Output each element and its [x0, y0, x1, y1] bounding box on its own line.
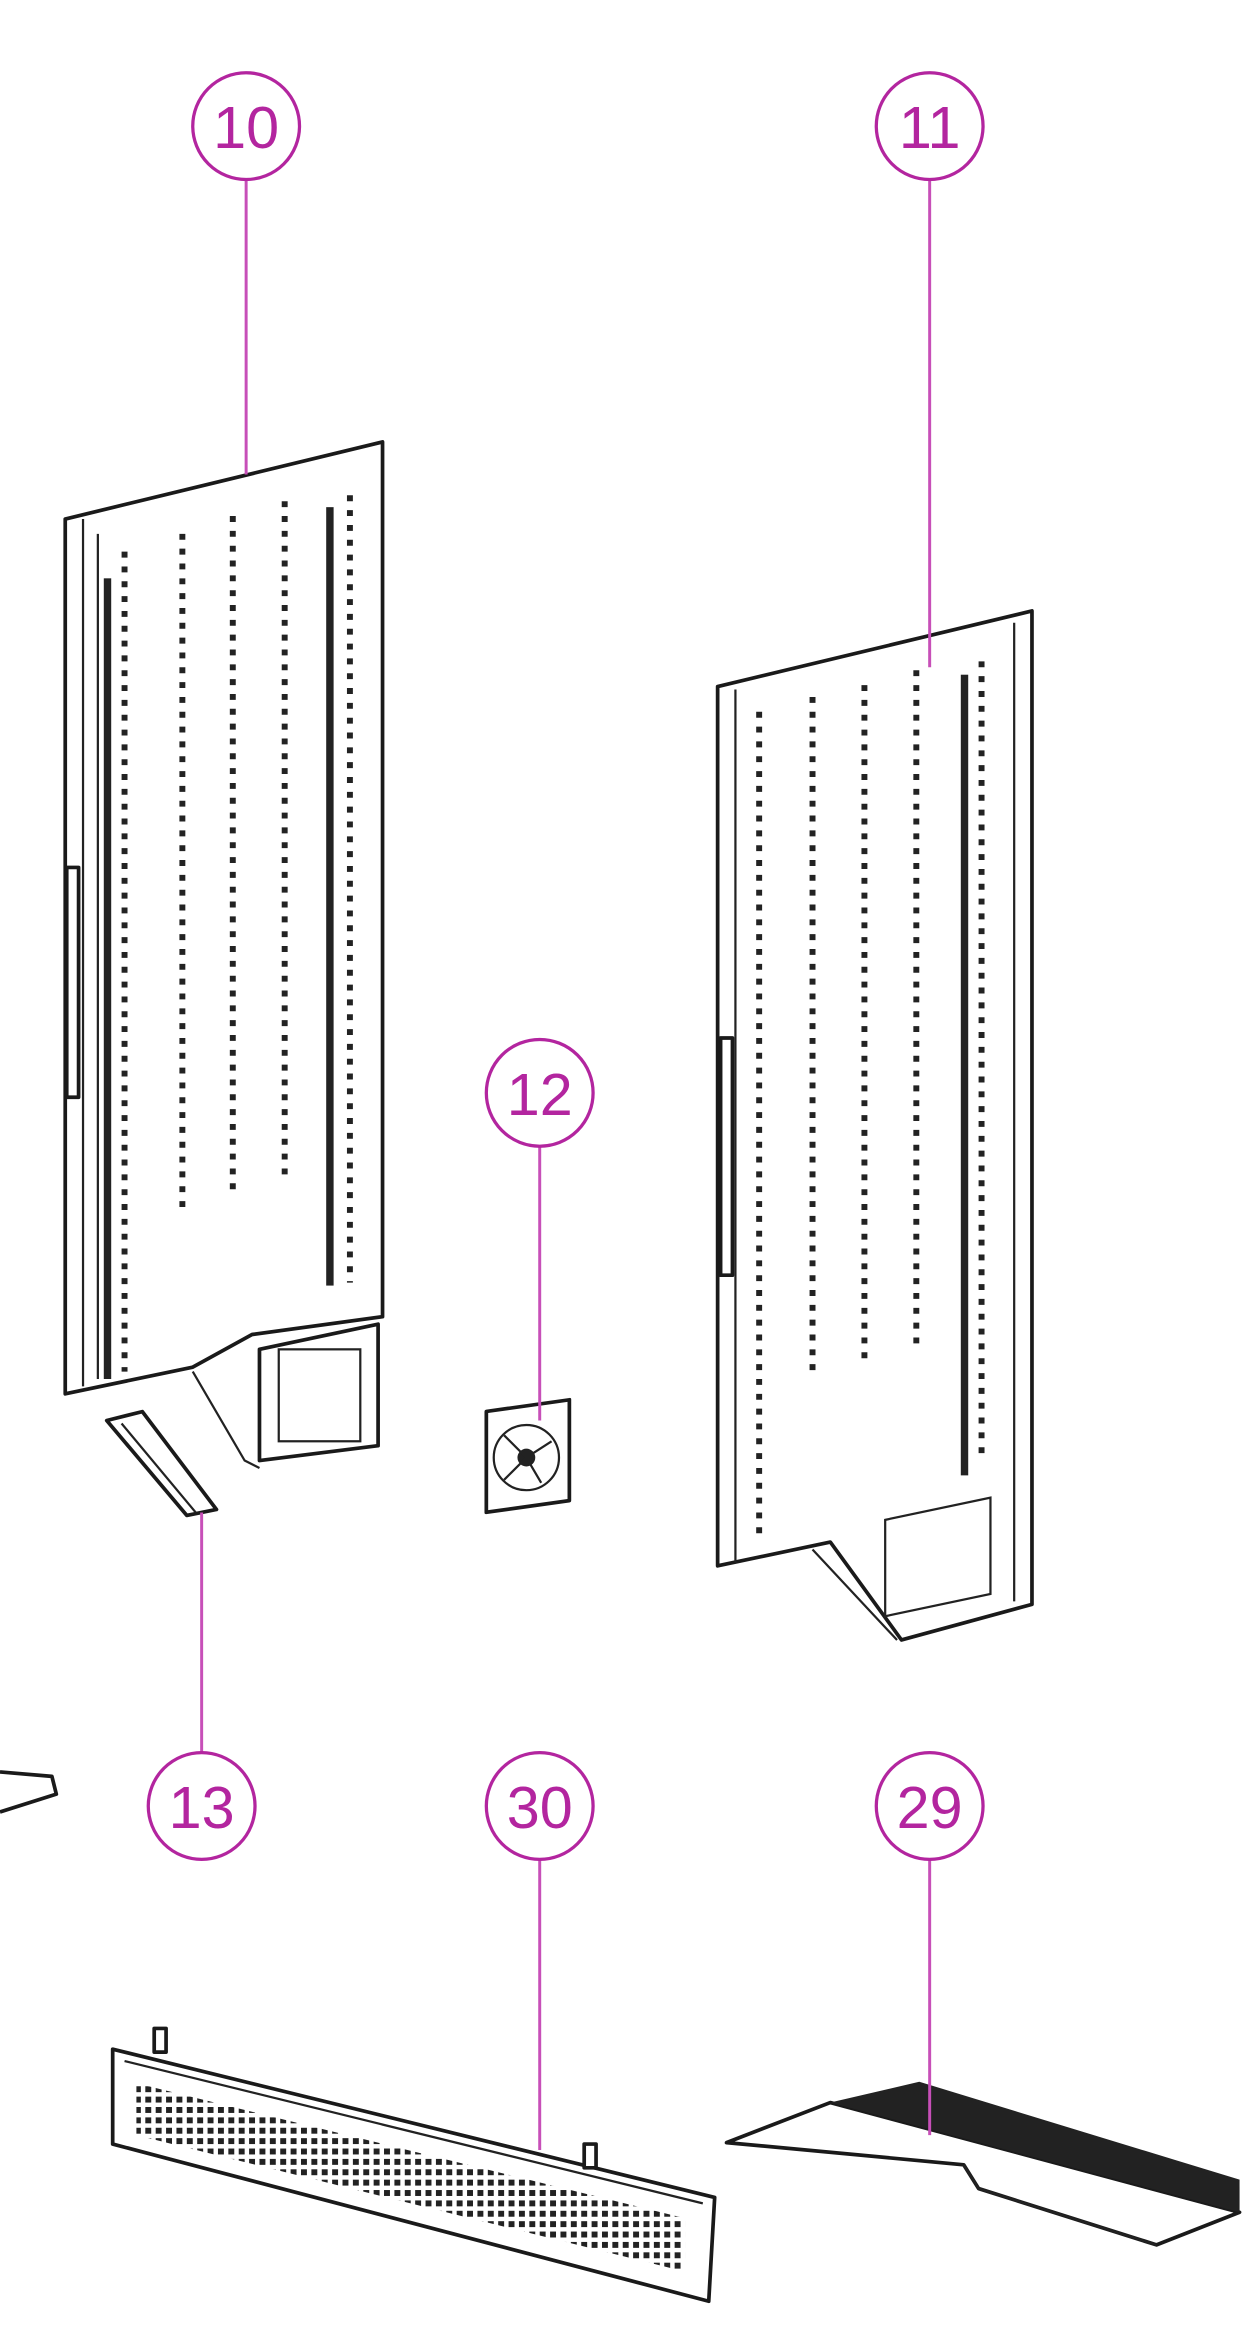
callout-label: 10: [213, 94, 279, 161]
partial-part-left-edge: [0, 1770, 59, 1814]
part-13-bracket: [104, 1409, 219, 1518]
callout-12: 12: [484, 1037, 595, 1148]
callout-11: 11: [874, 71, 985, 182]
callout-label: 29: [897, 1774, 963, 1841]
callout-30: 30: [484, 1751, 595, 1862]
callout-label: 12: [507, 1061, 573, 1128]
callout-label: 11: [899, 94, 961, 161]
callout-label: 30: [507, 1774, 573, 1841]
callout-10: 10: [191, 71, 302, 182]
part-29-base-plate: [724, 2081, 1242, 2247]
part-10-left-panel: [63, 440, 385, 1469]
part-12-fan: [484, 1397, 572, 1515]
part-11-right-panel: [715, 609, 1034, 1642]
callout-29: 29: [874, 1751, 985, 1862]
callout-13: 13: [146, 1751, 257, 1862]
part-30-front-grille: [110, 2026, 717, 2304]
callout-label: 13: [169, 1774, 235, 1841]
